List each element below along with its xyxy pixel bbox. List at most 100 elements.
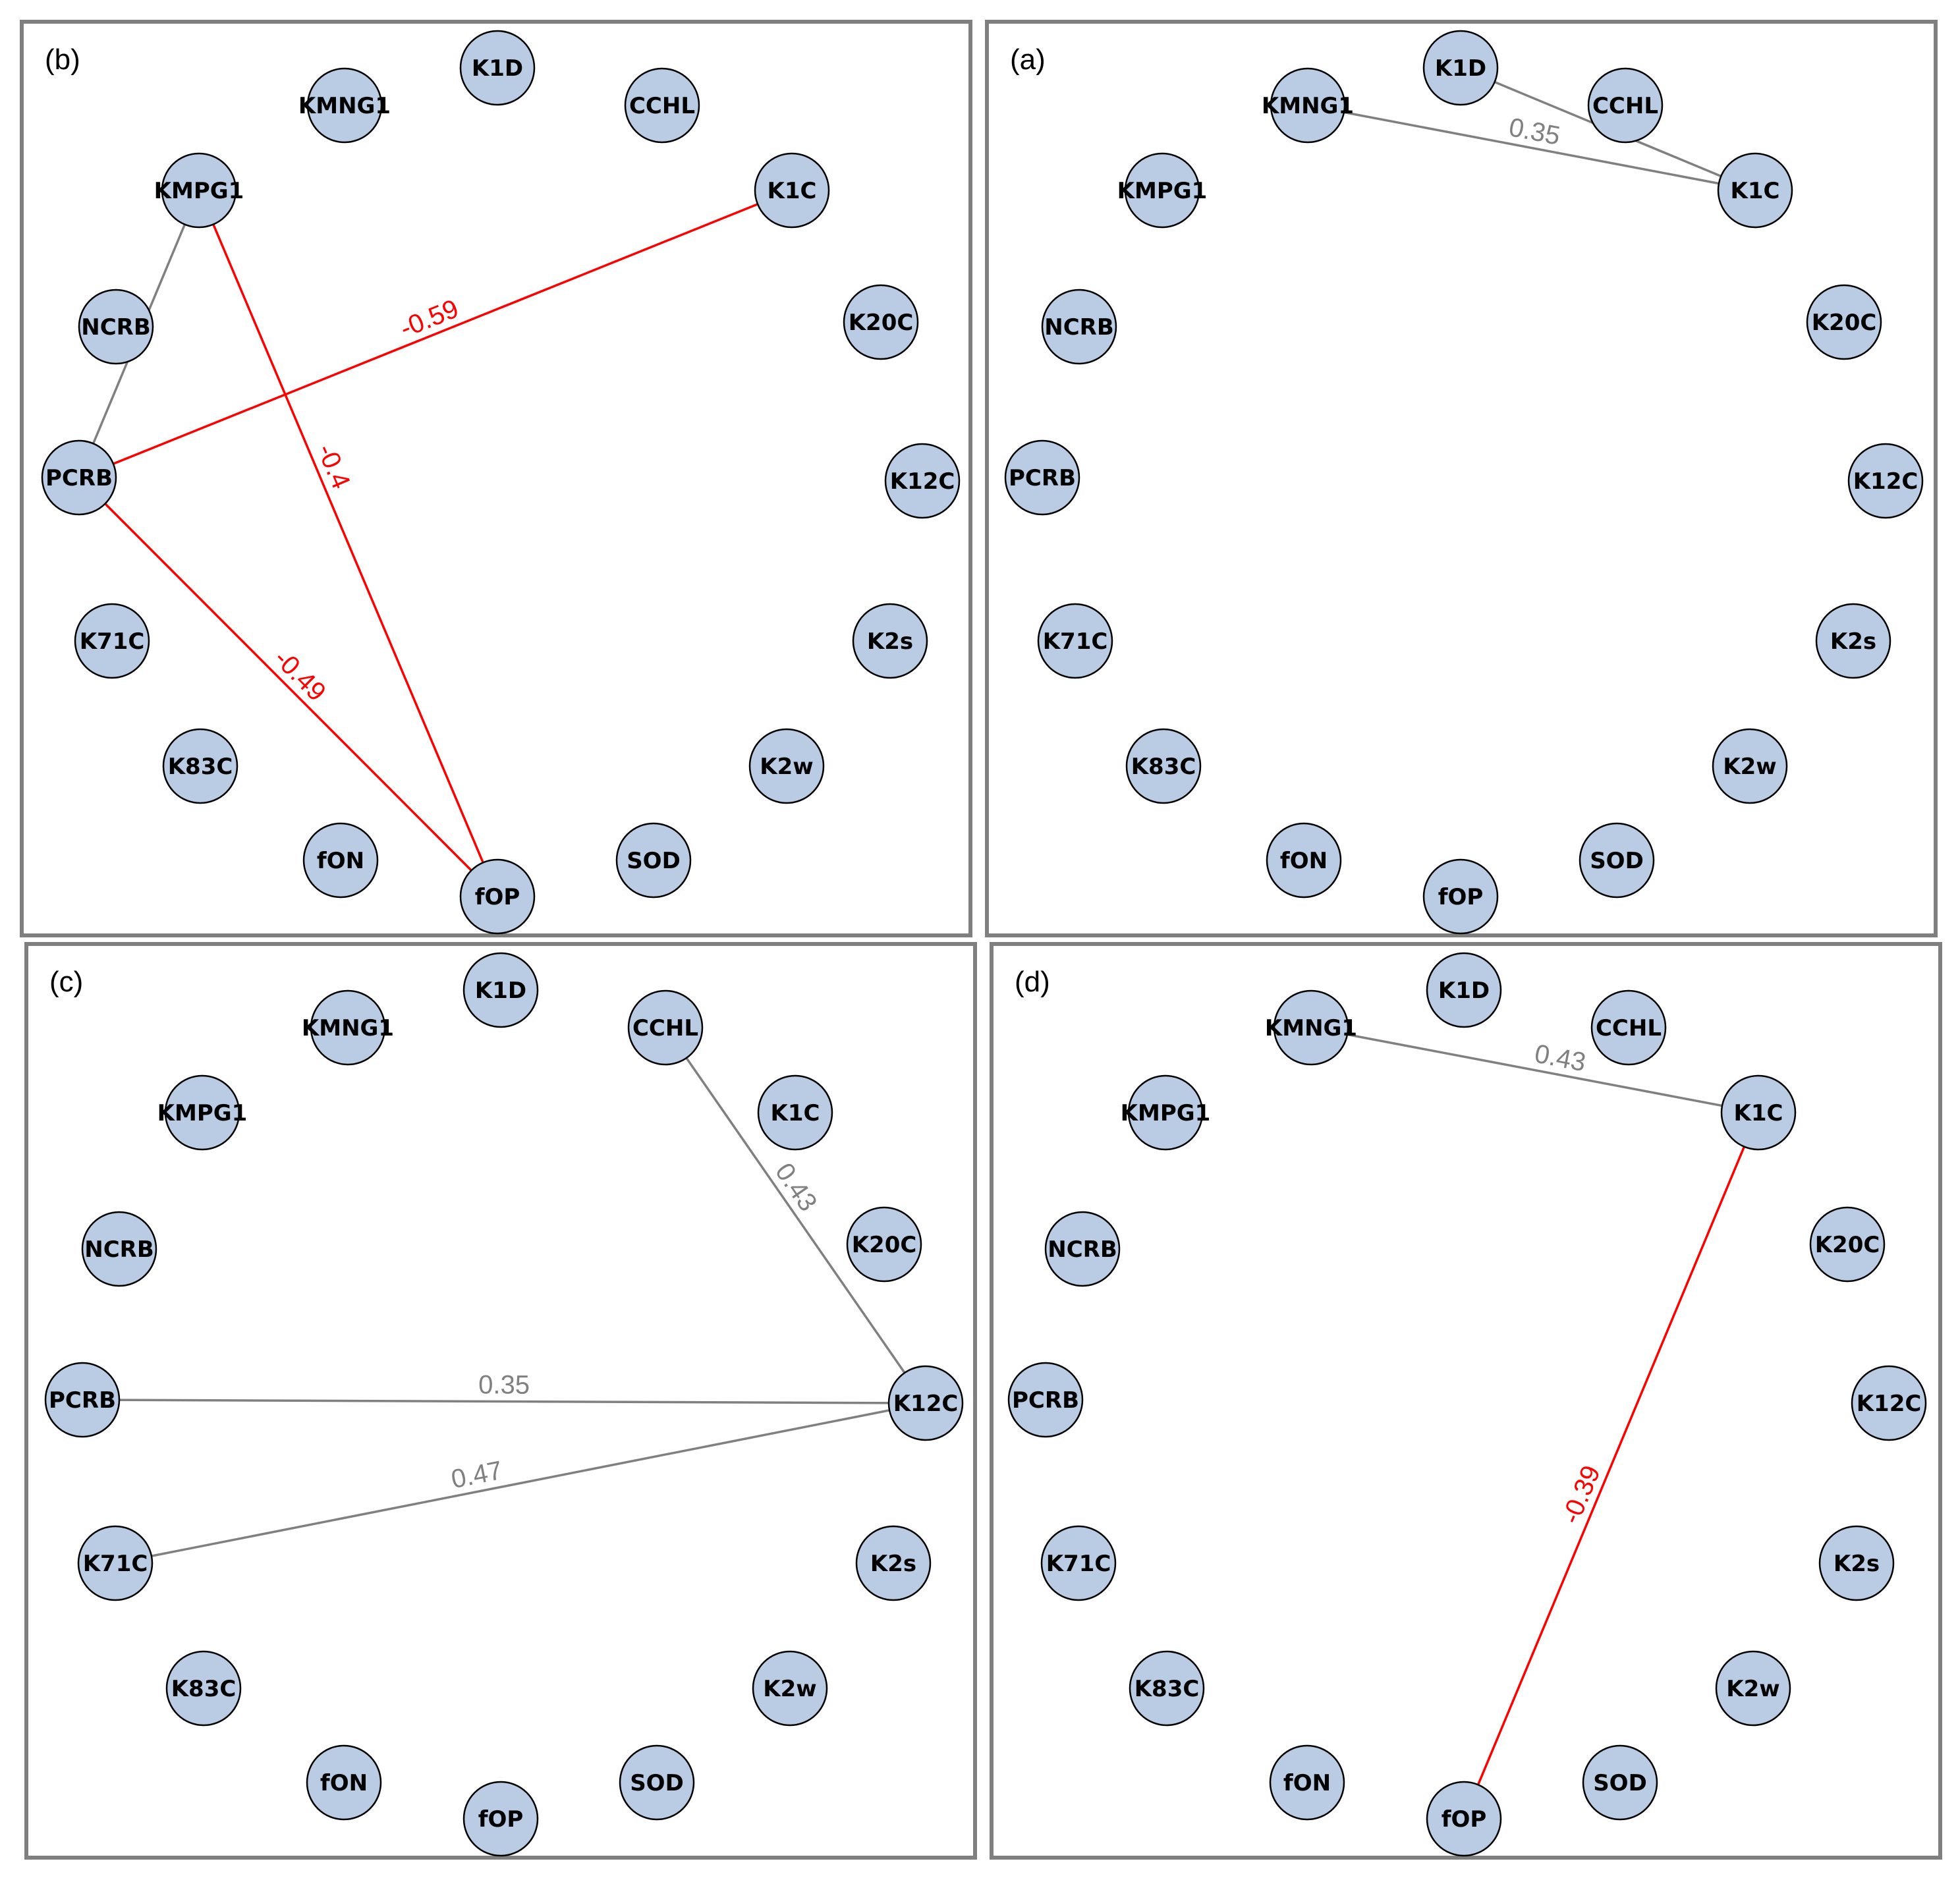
node-circle [1124, 152, 1200, 229]
node-circle [1806, 284, 1882, 360]
node-label: K2w [1726, 1676, 1779, 1702]
node-label: CCHL [1592, 93, 1658, 119]
node-circle [1041, 289, 1117, 365]
node-circle [74, 603, 150, 679]
node-label: K20C [1815, 1232, 1880, 1258]
node-circle [1582, 1744, 1658, 1821]
node-label: PCRB [1012, 1387, 1079, 1414]
panel-label: (c) [49, 966, 83, 998]
node-circle [752, 1650, 828, 1727]
node-label: CCHL [629, 93, 695, 119]
node-circle [1037, 603, 1113, 679]
node-circle [164, 1074, 240, 1151]
node-label: KMPG1 [154, 178, 244, 204]
edge-line [198, 190, 499, 897]
node-circle [887, 1365, 964, 1441]
node-k1c: K1C [1720, 1074, 1797, 1151]
node-circle [77, 1525, 154, 1601]
node-circle [757, 1074, 833, 1151]
node-circle [1426, 1781, 1502, 1857]
node-k1c: K1C [1717, 152, 1793, 229]
node-circle [1815, 603, 1891, 679]
node-label: K2w [1723, 754, 1776, 780]
node-circle [1125, 728, 1202, 804]
node-label: K1D [1438, 978, 1490, 1004]
node-circle [1851, 1365, 1927, 1441]
node-label: fON [1280, 848, 1328, 874]
node-circle [1720, 1074, 1797, 1151]
node-label: K20C [852, 1232, 917, 1258]
node-circle [1422, 30, 1499, 106]
node-label: K12C [893, 1391, 959, 1417]
node-sod: SOD [1582, 1744, 1658, 1821]
edge-line [664, 1027, 927, 1404]
node-label: KMNG1 [302, 1015, 394, 1041]
node-circle [852, 603, 928, 679]
edge-k71c-k12c: 0.47 [115, 1402, 926, 1565]
panel-c: (c)0.430.350.47K1DCCHLK1CK20CK12CK2sK2wS… [24, 942, 977, 1860]
node-circle [1269, 1744, 1345, 1821]
node-kmpg1: KMPG1 [1121, 1074, 1211, 1151]
node-label: KMNG1 [298, 93, 391, 119]
node-k20c: K20C [1809, 1206, 1886, 1283]
node-k2w: K2w [748, 728, 825, 804]
node-circle [161, 152, 237, 229]
node-circle [1426, 952, 1502, 1028]
node-kmng1: KMNG1 [298, 67, 391, 144]
node-label: CCHL [1596, 1015, 1662, 1041]
node-label: KMPG1 [1121, 1100, 1211, 1126]
node-circle [1266, 822, 1342, 899]
node-k83c: K83C [1129, 1650, 1205, 1727]
node-label: fON [320, 1770, 368, 1796]
node-k2s: K2s [1815, 603, 1891, 679]
edge-line [1310, 1026, 1759, 1114]
panel-d: (d)0.43-0.39K1DCCHLK1CK20CK12CK2sK2wSODf… [990, 942, 1942, 1860]
node-circle [1809, 1206, 1886, 1283]
node-label: K2w [760, 754, 813, 780]
node-label: K83C [171, 1676, 237, 1702]
node-k20c: K20C [1806, 284, 1882, 360]
node-label: K12C [1857, 1391, 1922, 1417]
node-circle [306, 67, 383, 144]
node-ncrb: NCRB [1041, 289, 1117, 365]
node-label: K1D [472, 55, 523, 82]
node-k20c: K20C [846, 1206, 922, 1283]
panel-frame [990, 942, 1942, 1860]
panel-label: (b) [45, 43, 80, 76]
node-ncrb: NCRB [81, 1211, 157, 1287]
node-k2s: K2s [855, 1525, 932, 1601]
node-label: PCRB [49, 1387, 116, 1414]
node-label: NCRB [84, 1236, 154, 1263]
edge-line [82, 1399, 926, 1404]
node-label: K83C [1134, 1676, 1200, 1702]
node-k12c: K12C [1851, 1365, 1927, 1441]
node-k1d: K1D [459, 30, 536, 106]
node-circle [1715, 1650, 1791, 1727]
node-label: fON [1283, 1770, 1331, 1796]
node-cchl: CCHL [1590, 989, 1667, 1066]
node-circle [462, 952, 539, 1028]
node-k83c: K83C [165, 1650, 242, 1727]
node-label: K1D [475, 978, 526, 1004]
node-k83c: K83C [1125, 728, 1202, 804]
node-circle [843, 284, 919, 360]
node-circle [1270, 67, 1346, 144]
node-label: K12C [1853, 468, 1918, 495]
edge-line [1463, 1112, 1760, 1819]
node-label: K1C [1731, 178, 1780, 204]
node-circle [1590, 989, 1667, 1066]
node-cchl: CCHL [627, 989, 704, 1066]
node-label: K1C [771, 1100, 820, 1126]
node-circle [1044, 1211, 1121, 1287]
node-kmng1: KMNG1 [1265, 989, 1357, 1066]
node-label: KMPG1 [1117, 178, 1208, 204]
node-circle [884, 443, 961, 519]
node-ncrb: NCRB [78, 289, 154, 365]
node-label: K2w [763, 1676, 816, 1702]
node-circle [754, 152, 830, 229]
node-label: PCRB [1009, 465, 1076, 491]
node-label: K20C [1812, 310, 1877, 336]
edge-line [78, 476, 499, 898]
node-label: CCHL [632, 1015, 698, 1041]
node-circle [1587, 67, 1664, 144]
